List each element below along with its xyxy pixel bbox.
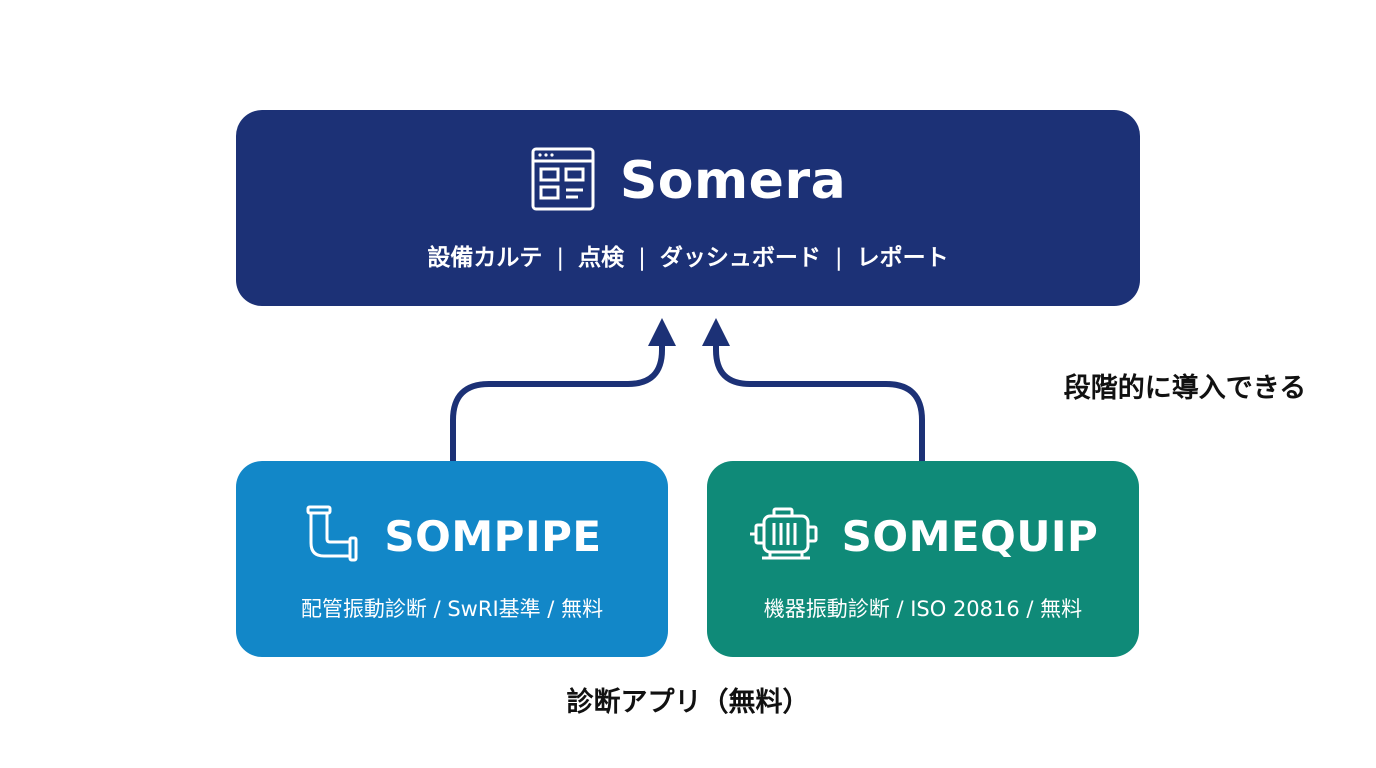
pipe-elbow-icon [302, 503, 364, 569]
somequip-subtitle: 機器振動診断 / ISO 20816 / 無料 [763, 597, 1083, 621]
feature-separator: | [834, 245, 843, 271]
dashboard-window-icon [530, 146, 596, 216]
feature-item: ダッシュボード [659, 245, 821, 271]
arrow-head-left [648, 318, 676, 346]
sompipe-title: SOMPIPE [384, 511, 602, 561]
sompipe-app-box: SOMPIPE 配管振動診断 / SwRI基準 / 無料 [236, 461, 668, 657]
bottom-caption: 診断アプリ（無料） [566, 687, 810, 718]
somera-feature-list: 設備カルテ | 点検 | ダッシュボード | レポート [236, 238, 1140, 272]
arrow-head-right [702, 318, 730, 346]
feature-separator: | [638, 245, 646, 271]
feature-item: レポート [856, 245, 949, 271]
sompipe-subtitle: 配管振動診断 / SwRI基準 / 無料 [300, 597, 604, 621]
sompipe-title-row: SOMPIPE [236, 503, 668, 569]
somequip-title: SOMEQUIP [841, 511, 1099, 561]
feature-separator: | [556, 245, 565, 271]
somera-title-row: Somera [236, 146, 1140, 216]
arrow-somequip-to-somera [713, 337, 925, 464]
feature-item: 設備カルテ [427, 245, 543, 271]
motor-icon [748, 503, 822, 569]
somequip-app-box: SOMEQUIP 機器振動診断 / ISO 20816 / 無料 [707, 461, 1139, 657]
arrow-sompipe-to-somera [450, 337, 665, 464]
side-caption: 段階的に導入できる [1063, 373, 1307, 404]
feature-item: 点検 [578, 245, 625, 271]
somequip-title-row: SOMEQUIP [707, 503, 1139, 569]
somera-title: Somera [619, 151, 847, 211]
somera-platform-box: Somera 設備カルテ | 点検 | ダッシュボード | レポート [236, 110, 1140, 306]
